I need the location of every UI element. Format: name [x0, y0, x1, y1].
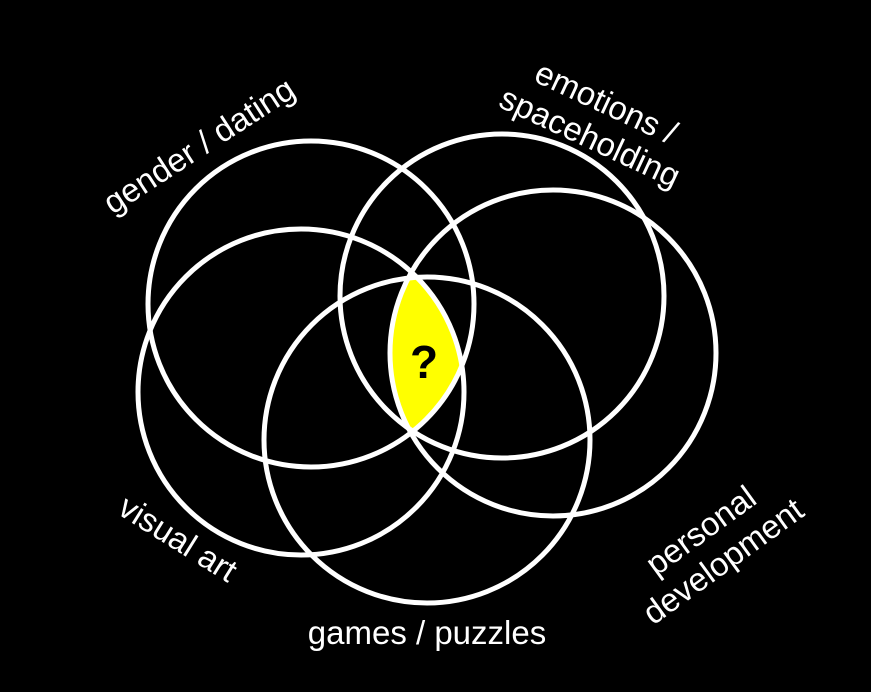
circle-gender-dating	[145, 138, 477, 470]
circle-personal-development	[387, 187, 719, 519]
label-games-puzzles: games / puzzles	[308, 614, 546, 651]
question-mark: ?	[410, 336, 438, 388]
circle-visual-art	[135, 226, 467, 558]
circle-games-puzzles	[261, 274, 593, 606]
circle-emotions	[337, 131, 667, 461]
